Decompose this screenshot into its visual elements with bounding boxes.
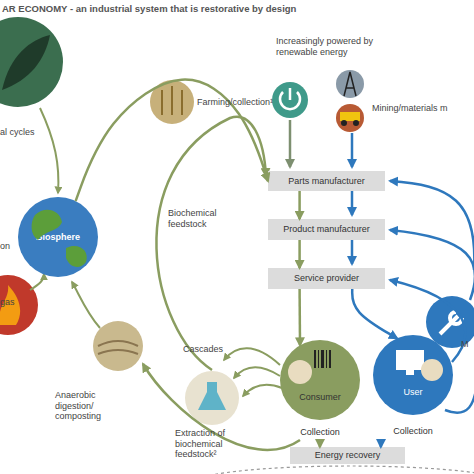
leaf-circle <box>0 17 63 107</box>
cascade-arrow <box>234 367 280 378</box>
truck-icon <box>340 112 360 121</box>
technical-loop <box>390 230 474 300</box>
node-label: Service provider <box>268 273 385 283</box>
composting-circle <box>93 321 143 371</box>
flow-connector <box>319 440 322 447</box>
biogas-circle <box>0 275 38 335</box>
barcode <box>326 350 327 368</box>
barcode <box>314 350 316 368</box>
farming-circle <box>150 80 194 124</box>
flow-connector <box>352 289 397 338</box>
node-label: User <box>373 387 453 397</box>
annotation-label: Increasingly powered by renewable energy <box>276 36 376 57</box>
return-arc <box>72 282 100 328</box>
annotation-label: Farming/collection¹ <box>197 97 273 108</box>
annotation-label: Anaerobic digestion/ composting <box>55 390 113 422</box>
technical-loop <box>390 181 474 270</box>
soil-icon <box>98 341 138 354</box>
annotation-label: Biochemical feedstock <box>168 208 230 229</box>
leakage-ellipse <box>190 466 474 474</box>
continent <box>66 246 87 267</box>
node-label: Energy recovery <box>290 450 405 460</box>
flow-connector <box>380 439 383 447</box>
annotation-label: M <box>461 339 469 350</box>
annotation-label: on <box>0 241 10 252</box>
flow-connector <box>298 240 301 268</box>
diagram-title: AR ECONOMY - an industrial system that i… <box>2 3 296 14</box>
monitor-stand <box>406 370 414 375</box>
barcode <box>321 350 324 368</box>
node-label: Biosphere <box>18 232 98 242</box>
process-box: Service provider <box>268 268 385 289</box>
technical-loop <box>445 390 474 413</box>
oil-rig-icon <box>344 72 356 96</box>
continent <box>32 210 62 240</box>
flow-arrow <box>351 240 354 264</box>
circle-shape <box>280 340 360 420</box>
stage-circle: Biosphere <box>18 197 98 277</box>
monitor-icon <box>396 350 424 370</box>
face-icon <box>288 360 312 384</box>
annotation-label: Extraction of biochemical feedstock² <box>175 428 265 460</box>
renewable-circle <box>272 82 308 118</box>
oil-rig-circle <box>336 70 364 98</box>
flow-arrow <box>351 191 354 215</box>
flow-connector <box>298 289 301 345</box>
flame-icon <box>0 285 20 325</box>
process-box: Energy recovery <box>290 447 405 464</box>
flask-icon <box>198 382 226 410</box>
stage-circle: ConsumerCollection <box>280 340 360 440</box>
circle-shape <box>18 197 98 277</box>
renewable-icon <box>280 88 300 109</box>
extraction-circle <box>185 371 239 425</box>
annotation-label: Mining/materials m <box>372 103 448 114</box>
node-label: Parts manufacturer <box>268 176 385 186</box>
barcode <box>329 350 331 368</box>
circle-outline <box>373 335 453 415</box>
flow-arrow <box>351 133 354 167</box>
process-box: Product manufacturer <box>268 219 385 240</box>
truck-circle <box>336 104 364 132</box>
annotation-label: Cascades <box>183 344 223 355</box>
truck-wheel <box>353 120 359 126</box>
circle-shape <box>373 335 453 415</box>
annotation-label: al cycles <box>0 127 35 138</box>
flow-connector <box>298 191 301 219</box>
flow-arrow <box>289 120 292 167</box>
node-sublabel: Collection <box>373 426 453 436</box>
annotation-label: gas <box>0 297 15 308</box>
process-box: Parts manufacturer <box>268 171 385 191</box>
face-icon <box>421 359 443 381</box>
return-arc <box>30 274 44 290</box>
wrench-icon <box>440 312 462 334</box>
circle-outline <box>280 340 360 420</box>
node-sublabel: Collection <box>280 427 360 437</box>
cascade-arrow <box>224 348 280 365</box>
wheat-icon <box>162 86 182 115</box>
feedstock-arc <box>156 117 266 370</box>
cascade-arrow <box>243 385 282 396</box>
node-label: Product manufacturer <box>268 224 385 234</box>
node-label: Consumer <box>280 392 360 402</box>
return-arc <box>40 108 58 193</box>
truck-wheel <box>341 120 347 126</box>
leaf-icon <box>2 35 50 90</box>
stage-circle: UserCollection <box>373 335 453 439</box>
barcode <box>318 350 319 368</box>
